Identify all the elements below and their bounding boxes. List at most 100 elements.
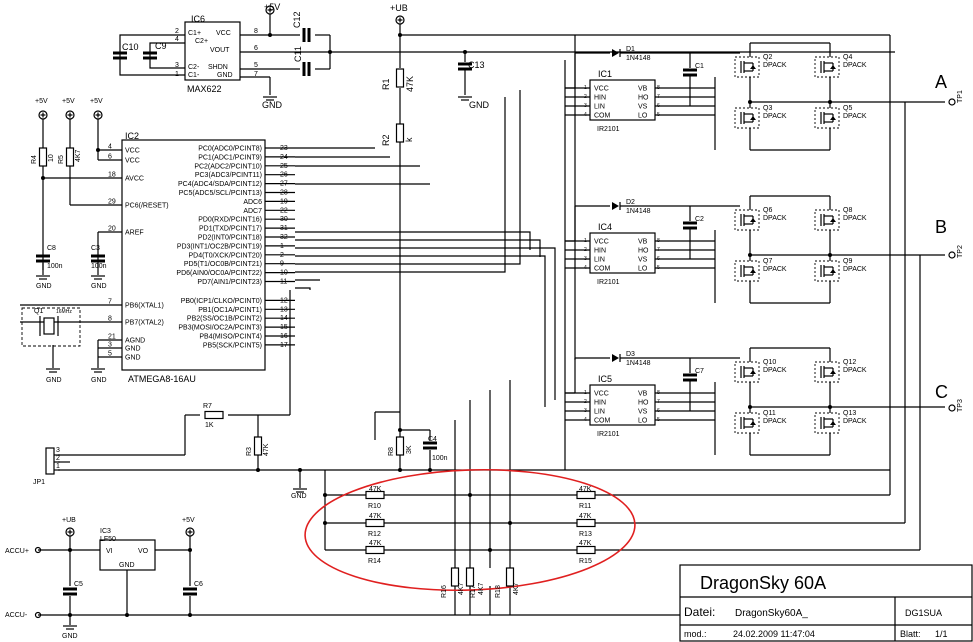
svg-text:Q6: Q6	[763, 207, 772, 214]
ic2-pin-number: 8	[108, 316, 112, 323]
svg-text:DPACK: DPACK	[843, 418, 867, 425]
svg-text:HIN: HIN	[594, 248, 606, 255]
svg-text:IC2: IC2	[125, 131, 139, 141]
svg-text:+5V: +5V	[90, 98, 103, 105]
svg-text:D1: D1	[626, 46, 635, 53]
svg-text:VB: VB	[638, 391, 648, 398]
svg-text:Q5: Q5	[843, 105, 852, 112]
svg-text:VCC: VCC	[216, 30, 231, 37]
svg-text:DPACK: DPACK	[763, 418, 787, 425]
svg-text:+UB: +UB	[390, 3, 408, 13]
svg-text:GND: GND	[36, 283, 52, 290]
svg-text:DPACK: DPACK	[763, 367, 787, 374]
svg-text:VCC: VCC	[594, 86, 609, 93]
ic2-pin-label: AGND	[125, 338, 145, 345]
svg-text:C11: C11	[293, 46, 303, 62]
svg-text:D2: D2	[626, 199, 635, 206]
accu-minus-label: ACCU-	[5, 612, 28, 619]
mosfet	[734, 56, 760, 78]
svg-text:VB: VB	[638, 86, 648, 93]
r4: R4 10	[31, 147, 55, 167]
accu-plus-label: ACCU+	[5, 548, 29, 555]
ic2-atmega8: IC2 ATMEGA8-16AU	[121, 131, 266, 384]
svg-text:GND: GND	[91, 283, 107, 290]
svg-text:C9: C9	[155, 41, 167, 51]
svg-text:IC5: IC5	[598, 374, 612, 384]
title-block: DragonSky 60A Datei: DragonSky60A_ DG1SU…	[679, 564, 973, 642]
svg-text:VO: VO	[138, 548, 149, 555]
bottom-wiring: GND C4 100n	[38, 52, 921, 616]
svg-text:LIN: LIN	[594, 257, 605, 264]
ic2-pin-number: 4	[108, 144, 112, 151]
svg-text:2: 2	[56, 455, 60, 462]
svg-text:COM: COM	[594, 266, 611, 273]
svg-text:R8: R8	[388, 447, 395, 456]
svg-text:R14: R14	[368, 558, 381, 565]
c9: C9	[141, 41, 167, 60]
svg-text:4K7: 4K7	[478, 582, 485, 595]
svg-text:Q1: Q1	[34, 308, 43, 315]
svg-text:47K: 47K	[369, 486, 382, 493]
svg-text:47K: 47K	[369, 540, 382, 547]
ic2-pin-label: PD6(AIN0/OC0A/PCINT22)	[176, 270, 262, 277]
svg-text:D3: D3	[626, 351, 635, 358]
phase-b-label: B	[935, 217, 947, 237]
svg-text:LO: LO	[638, 266, 648, 273]
svg-text:Q10: Q10	[763, 359, 776, 366]
svg-text:C2: C2	[695, 216, 704, 223]
svg-text:HIN: HIN	[594, 400, 606, 407]
svg-text:R11: R11	[579, 503, 591, 510]
svg-text:C8: C8	[47, 245, 56, 252]
mosfet	[814, 107, 840, 129]
svg-text:2: 2	[175, 28, 179, 35]
svg-text:1/1: 1/1	[935, 629, 948, 639]
svg-text:GND: GND	[46, 377, 62, 384]
ic2-pins: VCC4VCC6AVCC18PC6(/RESET)29AREF20PB6(XTA…	[108, 90, 556, 407]
svg-text:DPACK: DPACK	[763, 113, 787, 120]
c12: C12	[292, 11, 311, 44]
svg-text:SHDN: SHDN	[208, 64, 228, 71]
ic3-lf50: IC3 LF50 VI VO GND +UB +5V C5 C6 ACCU+ A…	[5, 517, 203, 640]
svg-text:4K7: 4K7	[458, 582, 465, 595]
svg-text:3: 3	[175, 62, 179, 69]
svg-text:47K: 47K	[369, 513, 382, 520]
r1: R1 47K	[381, 68, 415, 92]
svg-text:C5: C5	[74, 581, 83, 588]
ub-rail: +UB C13 GND GND +5V	[262, 2, 890, 438]
svg-text:IC4: IC4	[598, 222, 612, 232]
ic2-pin-label: ADC7	[243, 208, 262, 215]
ic2-pin-label: PD0(RXD/PCINT16)	[198, 217, 262, 224]
svg-text:+5V: +5V	[62, 98, 75, 105]
ic2-pin-label: GND	[125, 346, 141, 353]
svg-text:R7: R7	[203, 403, 212, 410]
svg-text:IR2101: IR2101	[597, 431, 620, 438]
mosfet	[814, 209, 840, 231]
svg-text:Q9: Q9	[843, 258, 852, 265]
svg-text:mod.:: mod.:	[684, 629, 707, 639]
title-text: DragonSky 60A	[700, 573, 826, 593]
svg-text:Q11: Q11	[763, 410, 776, 417]
ic2-pin-number: 21	[108, 334, 116, 341]
ic2-pin-label: PC1(ADC1/PCINT9)	[198, 154, 262, 161]
svg-text:1N4148: 1N4148	[626, 55, 651, 62]
svg-text:R16: R16	[441, 585, 448, 598]
ic2-pin-label: PC2(ADC2/PCINT10)	[194, 163, 262, 170]
r16: R16 4K7	[441, 567, 465, 598]
svg-text:Blatt:: Blatt:	[900, 629, 921, 639]
svg-text:C7: C7	[695, 368, 704, 375]
svg-text:R18: R18	[495, 585, 502, 598]
svg-text:10: 10	[48, 154, 55, 162]
r10: 47K R10	[365, 486, 385, 510]
svg-text:16MHz: 16MHz	[56, 309, 72, 315]
ic2-pin-label: PB7(XTAL2)	[125, 320, 164, 327]
svg-text:R5: R5	[58, 155, 65, 164]
svg-text:GND: GND	[217, 72, 233, 79]
svg-text:C13: C13	[468, 60, 485, 70]
mosfet	[734, 361, 760, 383]
svg-text:GND: GND	[262, 100, 283, 110]
bootstrap-capacitor	[683, 68, 697, 77]
svg-text:4K7: 4K7	[513, 582, 520, 595]
